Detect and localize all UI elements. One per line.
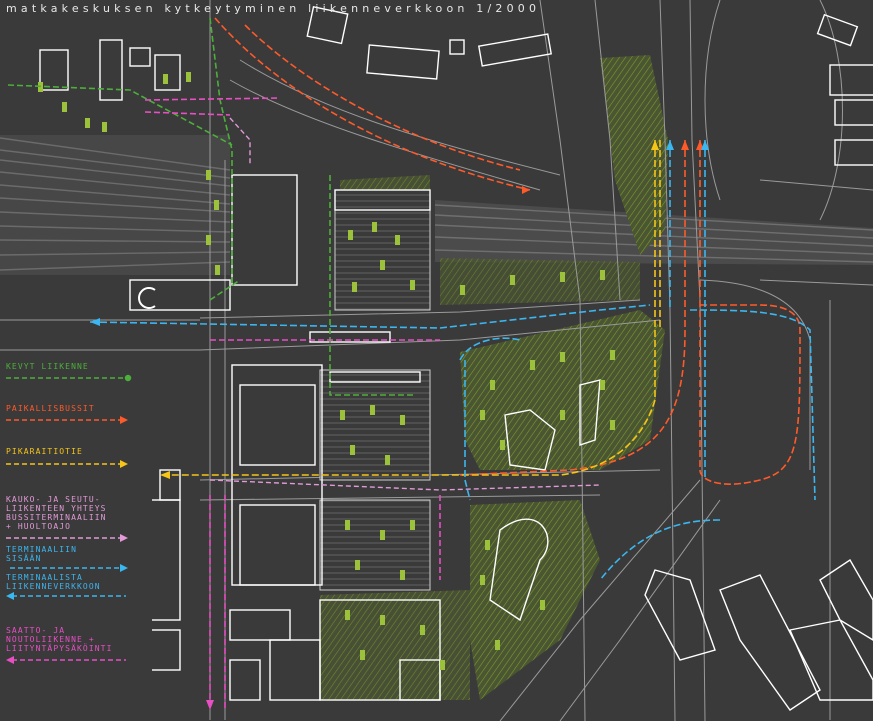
legend-item-saatto: SAATTO- JA NOUTOLIIKENNE + LIITYNTÄPYSÄK…: [6, 626, 150, 653]
route-pikaraitiotie: [160, 140, 661, 476]
legend-swatches: [6, 374, 132, 664]
route-kevyt-liikenne: [7, 17, 415, 396]
parking-deck-north: [334, 189, 431, 311]
parking-deck-center: [319, 369, 431, 481]
map-title: matkakeskuksen kytkeytyminen liikennever…: [6, 2, 541, 15]
legend-item-kevyt: KEVYT LIIKENNE: [6, 362, 150, 371]
legend-label: TERMINAALIIN SISÄÄN: [6, 545, 77, 563]
legend-item-paikallisbussit: PAIKALLISBUSSIT: [6, 404, 150, 413]
legend-item-kauko-seutu: KAUKO- JA SEUTU- LIIKENTEEN YHTEYS BUSSI…: [6, 495, 150, 531]
legend-label: KEVYT LIIKENNE: [6, 362, 89, 371]
legend-label: PAIKALLISBUSSIT: [6, 404, 95, 413]
legend-label: PIKARAITIOTIE: [6, 447, 83, 456]
roundabout-ramp: [138, 287, 156, 309]
legend-label: TERMINAALISTA LIIKENNEVERKKOON: [6, 573, 101, 591]
legend-panel: [0, 352, 152, 692]
legend-label: KAUKO- JA SEUTU- LIIKENTEEN YHTEYS BUSSI…: [6, 495, 107, 531]
parking-deck-south: [319, 499, 431, 591]
legend-item-terminaaliin: TERMINAALIIN SISÄÄN: [6, 545, 150, 563]
route-arrows: [90, 140, 709, 710]
tree-markers: [38, 72, 615, 670]
rail-platform-shading: [0, 135, 230, 275]
legend-item-pikaraitiotie: PIKARAITIOTIE: [6, 447, 150, 456]
route-kauko-seutu: [209, 117, 601, 491]
legend-label: SAATTO- JA NOUTOLIIKENNE + LIITYNTÄPYSÄK…: [6, 626, 113, 653]
route-terminaaliin: [89, 140, 816, 581]
legend-item-verkkoon: TERMINAALISTA LIIKENNEVERKKOON: [6, 573, 150, 591]
route-paikallisbussit: [214, 17, 801, 485]
route-saatto: [144, 97, 441, 710]
